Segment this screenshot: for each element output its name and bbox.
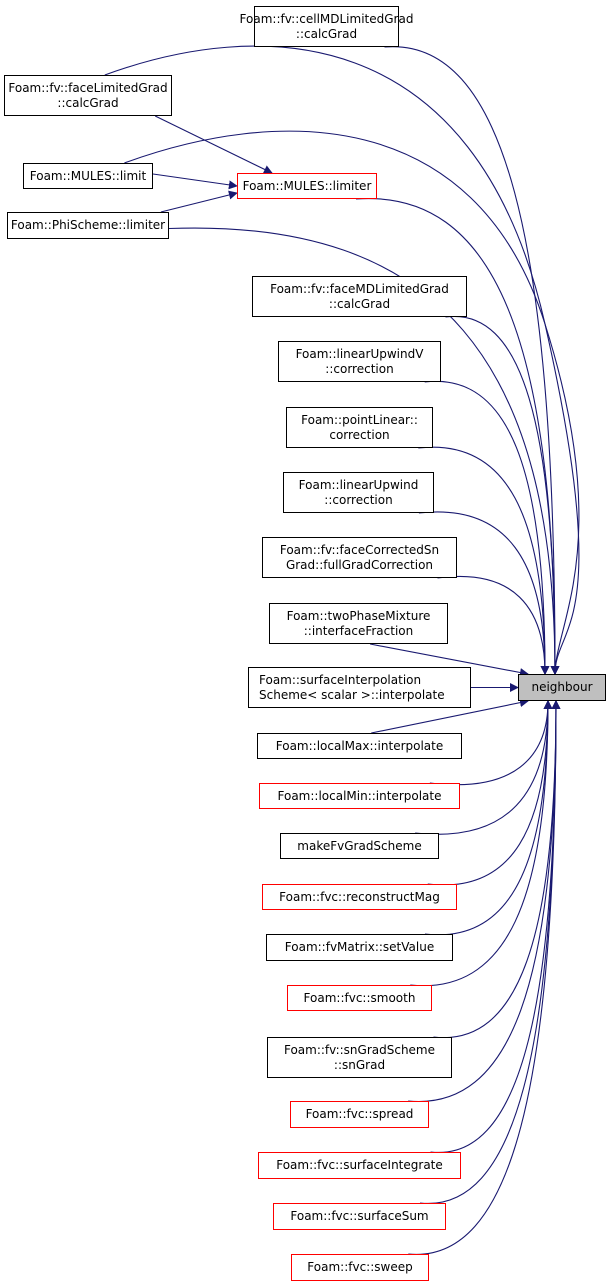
- node-cellmdlimitedgrad-calcgrad[interactable]: Foam::fv::cellMDLimitedGrad::calcGrad: [240, 6, 413, 47]
- node-pointlinear-correction[interactable]: Foam::pointLinear::correction: [286, 407, 433, 448]
- edge-reconMag-to-neighbour: [427, 700, 553, 886]
- node-fvc-smooth[interactable]: Foam::fvc::smooth: [287, 985, 432, 1011]
- node-label: ::correction: [324, 492, 393, 507]
- node-label: Foam::fvc::sweep: [307, 1260, 413, 1274]
- node-label: Scheme< scalar >::interpolate: [259, 687, 445, 702]
- node-label: Foam::PhiScheme::limiter: [10, 218, 166, 232]
- node-label: Foam::surfaceInterpolation: [259, 672, 422, 687]
- node-neighbour-current: neighbour: [518, 674, 606, 701]
- node-label: Foam::MULES::limiter: [242, 178, 372, 193]
- edge-luV-to-neighbour: [424, 380, 550, 675]
- edge-makeFv-to-neighbour: [415, 700, 553, 835]
- node-label: Grad::fullGradCorrection: [285, 557, 434, 572]
- node-label: Foam::fvc::surfaceIntegrate: [276, 1158, 443, 1172]
- node-mules-limiter[interactable]: Foam::MULES::limiter: [237, 173, 377, 199]
- node-label: Foam::fvc::reconstructMag: [279, 889, 440, 904]
- edge-pointLinear-to-neighbour: [418, 446, 550, 675]
- node-label: Foam::fv::snGradScheme: [283, 1042, 436, 1057]
- node-label: Foam::localMax::interpolate: [275, 738, 444, 753]
- node-twophasemixture-interfacefraction[interactable]: Foam::twoPhaseMixture::interfaceFraction: [269, 603, 448, 644]
- node-label: ::snGrad: [333, 1057, 386, 1072]
- node-label: Foam::twoPhaseMixture: [286, 608, 431, 623]
- node-fvc-reconstructmag[interactable]: Foam::fvc::reconstructMag: [262, 884, 457, 910]
- edge-smooth-to-neighbour: [410, 700, 553, 987]
- node-label: Foam::pointLinear::: [301, 412, 418, 427]
- node-localmin-interpolate[interactable]: Foam::localMin::interpolate: [259, 783, 460, 809]
- edge-phiLimiter-to-neighbour: [168, 227, 560, 675]
- node-fvc-surfacesum[interactable]: Foam::fvc::surfaceSum: [273, 1203, 446, 1230]
- node-linearupwindv-correction[interactable]: Foam::linearUpwindV::correction: [278, 341, 441, 382]
- node-label: Foam::linearUpwindV: [295, 346, 424, 361]
- node-fvc-sweep[interactable]: Foam::fvc::sweep: [291, 1254, 429, 1281]
- edge-twoPhase-to-neighbour: [369, 643, 529, 677]
- edge-faceLim-to-neighbour: [104, 45, 580, 675]
- edge-faceCorr-to-neighbour: [437, 576, 550, 675]
- edge-mulesLimit-to-neighbour: [124, 130, 580, 675]
- edge-phiLimiter-to-mulesLimiter: [160, 190, 238, 213]
- edge-faceMD-to-neighbour: [445, 315, 560, 675]
- node-label: correction: [329, 427, 390, 442]
- node-label: Foam::fvc::spread: [305, 1107, 414, 1121]
- node-sngradscheme-sngrad[interactable]: Foam::fv::snGradScheme::snGrad: [267, 1037, 452, 1078]
- node-label: ::calcGrad: [328, 296, 391, 311]
- node-label: Foam::fvMatrix::setValue: [284, 940, 435, 954]
- node-label: makeFvGradScheme: [297, 838, 422, 853]
- node-label: Foam::fv::faceLimitedGrad: [8, 80, 168, 95]
- node-label: Foam::MULES::limit: [29, 168, 147, 183]
- node-label: Foam::linearUpwind: [298, 477, 419, 492]
- edge-mulesLimit-to-mulesLimiter: [152, 173, 238, 190]
- node-label: ::interfaceFraction: [303, 623, 414, 638]
- edge-faceLim-to-mulesLimiter: [154, 115, 273, 174]
- node-facelimitedgrad-calcgrad[interactable]: Foam::fv::faceLimitedGrad::calcGrad: [4, 75, 172, 116]
- edge-cellMD-to-neighbour: [384, 46, 560, 675]
- node-label: ::correction: [325, 361, 394, 376]
- node-localmax-interpolate[interactable]: Foam::localMax::interpolate: [257, 733, 462, 759]
- node-label: Foam::fv::faceCorrectedSn: [279, 542, 440, 557]
- node-label: Foam::fvc::smooth: [303, 990, 416, 1005]
- node-linearupwind-correction[interactable]: Foam::linearUpwind::correction: [283, 472, 434, 513]
- node-makefvgradscheme[interactable]: makeFvGradScheme: [280, 833, 439, 859]
- edge-setValue-to-neighbour: [424, 700, 553, 936]
- node-label: Foam::fv::cellMDLimitedGrad: [239, 11, 414, 26]
- node-fvc-spread[interactable]: Foam::fvc::spread: [290, 1101, 429, 1128]
- node-label: Foam::localMin::interpolate: [277, 788, 442, 803]
- node-facemdlimitedgrad-calcgrad[interactable]: Foam::fv::faceMDLimitedGrad::calcGrad: [252, 276, 467, 317]
- edge-lu-to-neighbour: [418, 511, 550, 675]
- node-label: neighbour: [531, 680, 593, 694]
- edge-sweep-to-neighbour: [408, 700, 561, 1255]
- node-label: ::calcGrad: [57, 95, 119, 110]
- node-fvmatrix-setvalue[interactable]: Foam::fvMatrix::setValue: [266, 934, 453, 961]
- node-mules-limit[interactable]: Foam::MULES::limit: [23, 163, 153, 189]
- node-phischeme-limiter[interactable]: Foam::PhiScheme::limiter: [7, 212, 169, 239]
- node-label: ::calcGrad: [295, 26, 358, 41]
- node-fvc-surfaceintegrate[interactable]: Foam::fvc::surfaceIntegrate: [258, 1152, 461, 1179]
- node-label: Foam::fvc::surfaceSum: [290, 1209, 429, 1223]
- node-label: Foam::fv::faceMDLimitedGrad: [270, 281, 449, 296]
- edge-spread-to-neighbour: [408, 700, 561, 1103]
- edge-localMax-to-neighbour: [371, 698, 529, 734]
